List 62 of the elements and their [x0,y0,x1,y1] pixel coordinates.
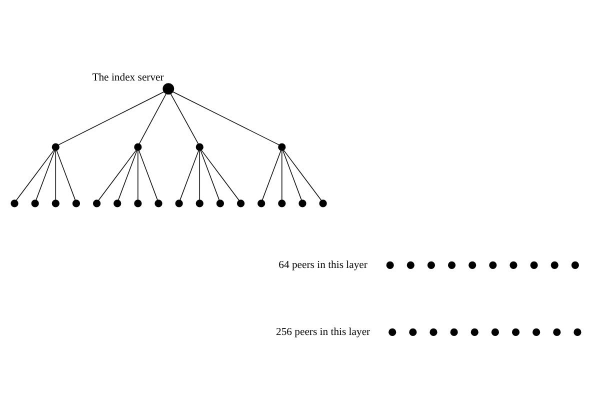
node-circle [427,261,436,269]
node-circle [236,200,245,208]
node-circle [162,83,174,95]
connector [199,150,200,200]
node-circle [550,261,558,269]
node-circle [388,328,396,336]
node-circle [278,200,286,208]
connector [200,150,220,200]
node-circle [386,261,394,269]
node-circle [532,328,540,336]
node-circle [216,200,224,208]
node-circle [52,143,60,151]
connector [118,150,138,200]
node-circle [450,328,458,336]
connector [56,150,76,200]
node-circle [553,328,561,336]
connector [201,150,240,201]
node-circle [406,261,414,269]
node-circle [258,200,266,208]
node-circle [196,143,204,151]
node-circle [52,200,60,208]
node-circle [430,328,438,336]
node-circle [409,328,417,336]
node-circle [72,200,80,208]
node-circle [298,200,306,208]
connector [262,150,282,200]
connector [180,150,200,200]
node-circle [319,200,327,208]
node-circle [571,261,579,269]
node-circle [31,200,39,208]
connector [172,91,280,146]
node-circle [134,200,142,208]
connector [36,150,56,200]
node-circle [175,200,183,208]
node-circle [134,143,142,151]
connector [138,94,166,144]
node-circle [10,200,18,208]
node-circle [278,143,286,151]
node-circle [510,261,518,269]
node-circle [468,261,476,269]
connector [170,93,199,144]
node-circle [196,200,204,208]
label: 256 peers in this layer [276,327,370,338]
node-circle [489,261,497,269]
connector [16,150,54,201]
connector [58,91,164,146]
label: 64 peers in this layer [278,260,368,271]
connector [283,150,322,201]
connector [138,150,158,200]
node-circle [154,200,162,208]
connector [55,150,56,200]
node-label: The index server [92,72,164,84]
node-circle [470,328,478,336]
node-circle [114,200,122,208]
connector [282,150,302,200]
node-circle [574,328,582,336]
connector [98,150,137,201]
node-circle [491,328,499,336]
node-circle [530,261,538,269]
node-circle [512,328,520,336]
node-circle [93,200,101,208]
node-circle [448,261,456,269]
